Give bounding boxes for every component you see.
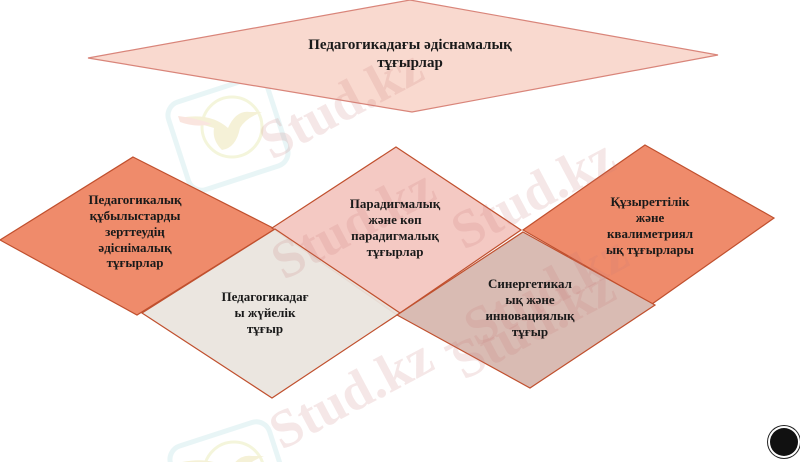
node-label-pedagogical-phenomena: Педагогикалық құбылыстарды зерттеудің әд… bbox=[88, 192, 182, 271]
title-diamond-shape bbox=[87, 0, 719, 113]
node-label-paradigmatic: Парадигмалық және көп парадигмалық тұғыр… bbox=[349, 196, 441, 259]
node-label-synergetic: Синергетикал ық және инновациялық тұғыр bbox=[485, 276, 575, 339]
diamond-synergetic bbox=[395, 231, 657, 389]
title-node-label: Педагогикадағы әдіснамалық тұғырлар bbox=[308, 37, 512, 72]
circle-button-icon[interactable] bbox=[770, 428, 798, 456]
node-label-competence: Құзыреттілік және квалиметриял ық тұғырл… bbox=[606, 194, 694, 257]
diamond-pedagogical-phenomena bbox=[0, 156, 277, 316]
node-label-systemic: Педагогикадағ ы жүйелік тұғыр bbox=[221, 289, 309, 336]
diamond-systemic bbox=[140, 228, 402, 399]
watermark-logo-icon bbox=[167, 419, 293, 462]
watermark-logo-icon bbox=[165, 75, 291, 193]
